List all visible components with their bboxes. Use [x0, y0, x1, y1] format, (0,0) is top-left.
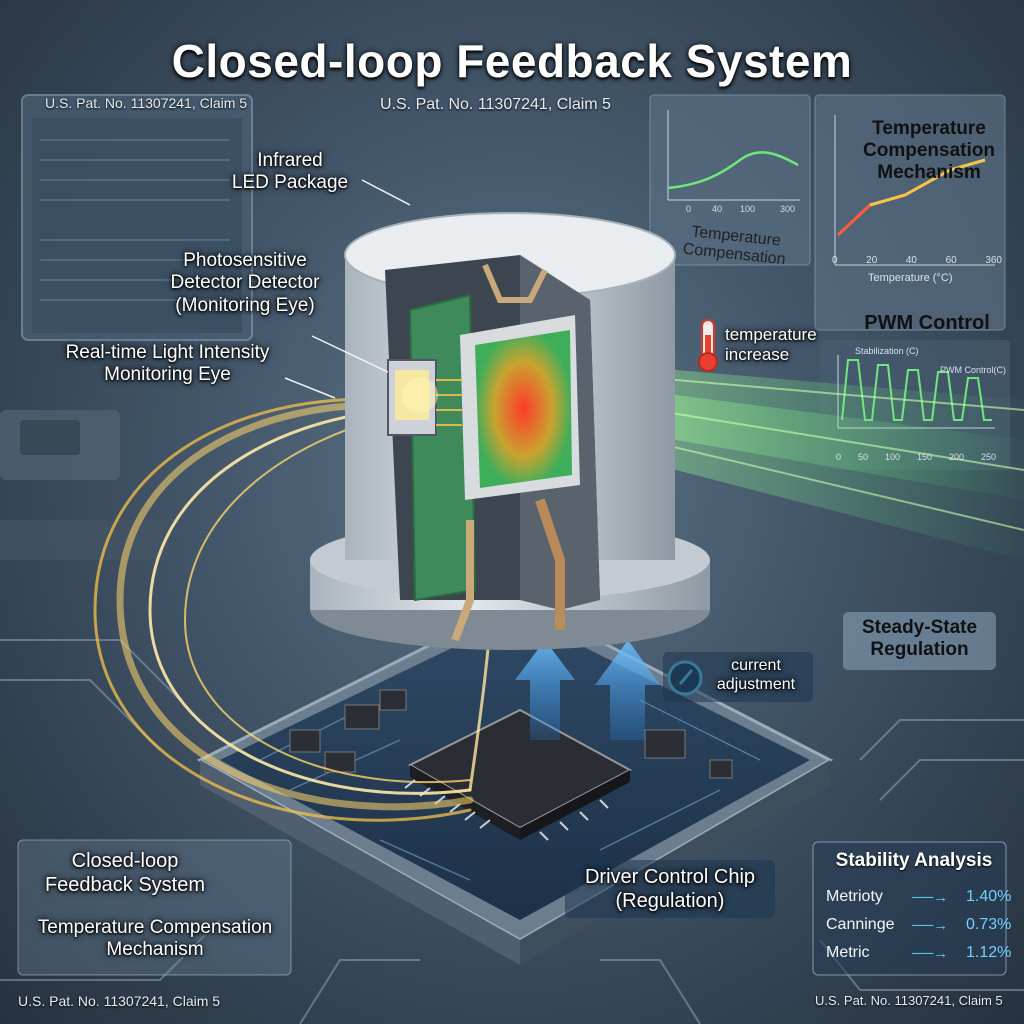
pwm-legend-2: PWM Control(C) — [940, 365, 1007, 375]
stability-row: Canninge──→0.73% — [826, 916, 1012, 934]
temp-chart-xticks: 0 20 40 60 360 — [832, 255, 1002, 266]
temperature-increase-label: temperature increase — [725, 325, 817, 365]
leader-lines — [284, 179, 411, 399]
patent-ref-top-left: U.S. Pat. No. 11307241, Claim 5 — [45, 95, 248, 111]
left-monitor — [21, 94, 253, 341]
left-chart-panel: 0 40 100 300 — [649, 94, 811, 266]
current-adjustment-arrows — [515, 640, 660, 740]
temp-chart-xlabel: Temperature (°C) — [868, 272, 953, 284]
desk-device — [0, 410, 170, 560]
pwm-legend-1: Stabilization (C) — [855, 346, 919, 356]
stability-row: Metric──→1.12% — [826, 944, 1012, 962]
stability-row: Metrioty──→1.40% — [826, 888, 1012, 906]
left-chart-xtick: 100 — [740, 204, 755, 214]
patent-ref-top-center: U.S. Pat. No. 11307241, Claim 5 — [380, 96, 611, 113]
circuit-board-traces — [0, 639, 1024, 1024]
steady-state-label: Steady-State Regulation — [861, 617, 978, 660]
closed-loop-label: Closed-loop Feedback System — [44, 850, 206, 896]
patent-ref-bottom-left: U.S. Pat. No. 11307241, Claim 5 — [18, 993, 221, 1009]
page-title: Closed-loop Feedback System — [171, 35, 853, 87]
steady-state-panel-bg — [843, 612, 996, 670]
closed-loop-panel-bg — [17, 839, 292, 976]
led-package-label: Infrared LED Package — [231, 150, 349, 194]
driver-chip-label: Driver Control Chip (Regulation) — [584, 866, 756, 912]
patent-ref-bottom-right: U.S. Pat. No. 11307241, Claim 5 — [815, 993, 1003, 1008]
thermometer-icon — [698, 319, 718, 372]
stability-title: Stability Analysis — [835, 850, 993, 871]
left-chart-xtick: 300 — [780, 204, 795, 214]
pwm-control-label: PWM Control — [864, 312, 990, 334]
detector-label: Photosensitive Detector Detector (Monito… — [170, 250, 320, 316]
temp-comp-bottom-label: Temperature Compensation Mechanism — [37, 917, 273, 961]
left-chart-xtick: 0 — [686, 204, 691, 214]
current-adjustment-label: current adjustment — [716, 657, 796, 693]
driver-chip-panel-bg — [565, 860, 775, 918]
pwm-xticks: 0 50 100 150 200 250 — [836, 452, 996, 462]
temp-comp-chart-panel — [814, 94, 1006, 331]
left-chart-xtick: 40 — [712, 204, 722, 214]
stability-panel-bg — [812, 841, 1007, 976]
temp-comp-panel-title: Temperature Compensation Mechanism — [863, 118, 995, 183]
monitor-eye-label: Real-time Light Intensity Monitoring Eye — [65, 342, 270, 386]
led-package — [310, 212, 710, 650]
current-adj-panel-bg — [663, 652, 813, 702]
